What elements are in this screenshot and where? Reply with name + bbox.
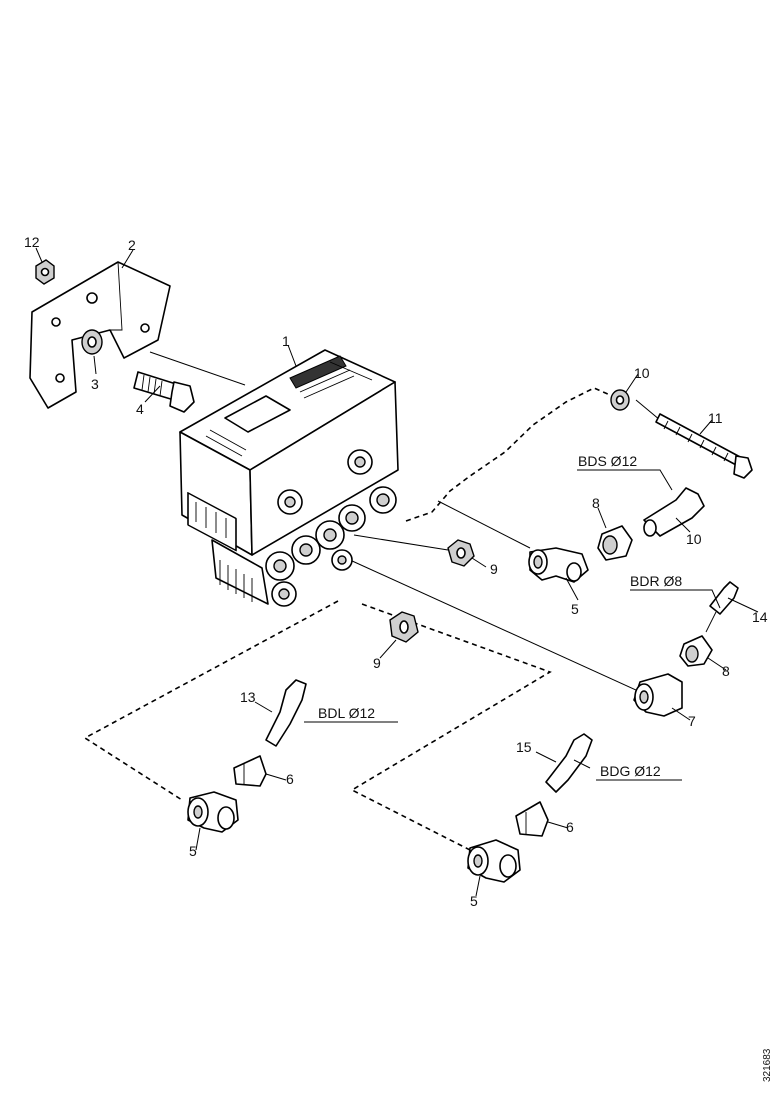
callout-4: 4 [136,401,144,417]
mounting-bracket [29,261,171,409]
callout-8-bdr: 8 [722,663,730,679]
elbow-fitting-bdl [187,791,239,833]
callout-14: 14 [752,609,768,625]
callout-9-lower: 9 [373,655,381,671]
line-spec-bdr: BDR Ø8 [630,573,682,589]
line-spec-bdl: BDL Ø12 [318,705,375,721]
bolt-4 [133,371,195,413]
callout-10-bds: 10 [686,531,702,547]
pipe-bdr [705,581,739,633]
adapter-fitting-bdr [679,635,713,667]
washer-10 [610,389,630,411]
callout-6-bdl: 6 [286,771,294,787]
callout-leaders [35,247,759,897]
assembly-dashed-lines [83,387,611,851]
axis-lines [149,351,661,691]
adapter-fitting-bdl [233,755,267,787]
callout-7: 7 [688,713,696,729]
callout-3: 3 [91,376,99,392]
nut-9-upper [447,539,475,567]
bolt-11 [655,413,753,479]
nut-12 [35,259,55,285]
line-spec-bds: BDS Ø12 [578,453,637,469]
callout-labels: 12 2 3 4 1 10 11 8 10 5 9 9 14 8 7 13 6 … [24,234,768,909]
callout-5-bdg: 5 [470,893,478,909]
callout-13: 13 [240,689,256,705]
callout-5-bdl: 5 [189,843,197,859]
line-spec-labels: BDS Ø12 BDR Ø8 BDL Ø12 BDG Ø12 [318,453,682,779]
callout-1: 1 [282,333,290,349]
callout-6-bdg: 6 [566,819,574,835]
callout-12: 12 [24,234,40,250]
callout-11: 11 [708,410,723,426]
elbow-fitting-bds [528,547,589,583]
callout-2: 2 [128,237,136,253]
modulator-unit [179,349,399,607]
pipe-bds [643,487,705,537]
callout-8-bds: 8 [592,495,600,511]
nut-9-lower [389,611,419,643]
pipe-bdl [265,679,307,747]
elbow-fitting-bdg [467,839,521,883]
elbow-fitting-bdr [633,673,683,717]
adapter-fitting-bdg [515,801,549,837]
pipe-bdg [545,733,593,793]
document-number: 321683 [762,1048,773,1082]
line-spec-bdg: BDG Ø12 [600,763,661,779]
callout-10-upper: 10 [634,365,650,381]
callout-15: 15 [516,739,532,755]
adapter-fitting-bds [597,525,633,561]
washer-3 [81,329,103,355]
callout-9-upper: 9 [490,561,498,577]
callout-5-bds: 5 [571,601,579,617]
